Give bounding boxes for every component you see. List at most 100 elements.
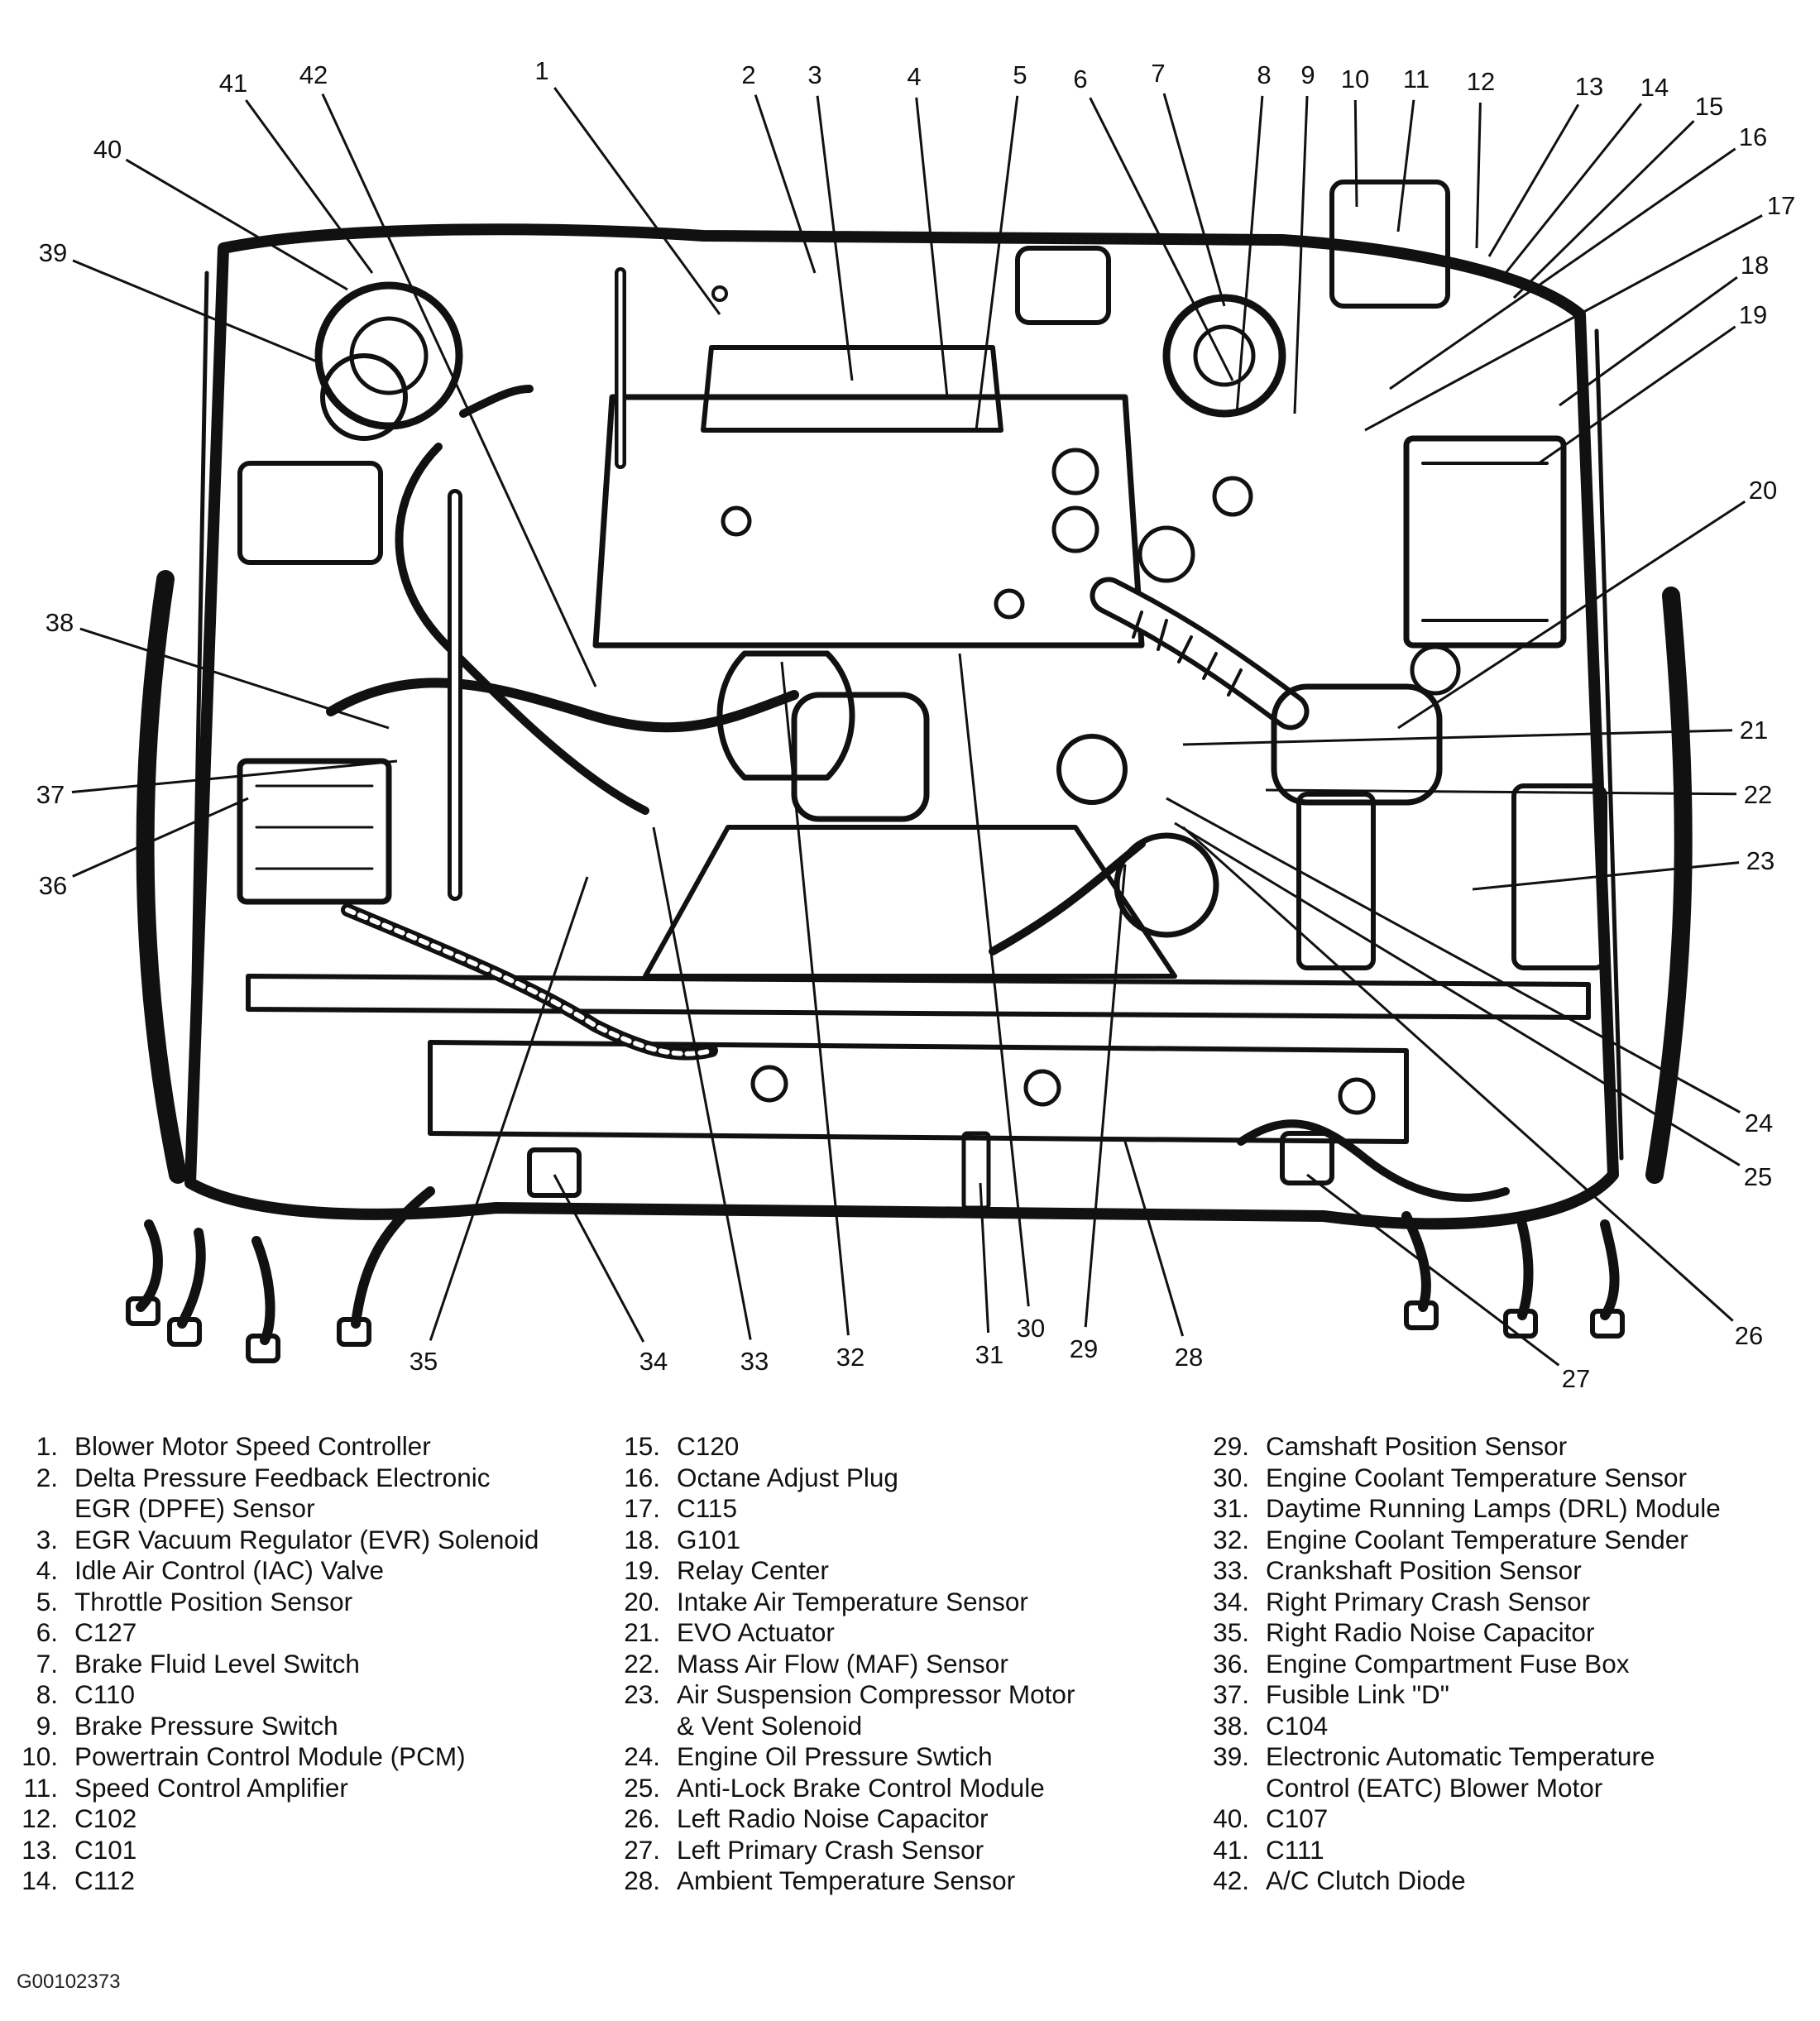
callout-leader-37 <box>71 759 398 793</box>
callout-number-9: 9 <box>1300 60 1315 89</box>
callout-leader-41 <box>245 99 374 274</box>
legend-item-text: Octane Adjust Plug <box>677 1462 898 1492</box>
callout-leader-16 <box>1389 147 1736 390</box>
callout-number-24: 24 <box>1745 1109 1773 1137</box>
legend-item: 11.Speed Control Amplifier <box>0 1773 539 1804</box>
legend-item-number: 34. <box>1213 1586 1249 1616</box>
legend-item-text: Speed Control Amplifier <box>74 1772 348 1803</box>
callout-leader-35 <box>429 876 589 1341</box>
legend-item: 3.EGR Vacuum Regulator (EVR) Solenoid <box>0 1525 539 1556</box>
callout-leader-18 <box>1559 275 1738 407</box>
legend-item-number: 16. <box>624 1462 660 1492</box>
legend-item: 38.C104 <box>1191 1711 1721 1742</box>
legend-item-text: Mass Air Flow (MAF) Sensor <box>677 1648 1008 1679</box>
legend-item-number: 29. <box>1213 1431 1249 1461</box>
legend-item-number: 26. <box>624 1803 660 1833</box>
legend-item-text: Right Radio Noise Capacitor <box>1266 1617 1595 1647</box>
callout-leader-1 <box>553 87 721 315</box>
legend-item: 27.Left Primary Crash Sensor <box>602 1835 1075 1866</box>
legend-item-number: 4. <box>36 1555 58 1585</box>
legend-item: 17.C115 <box>602 1493 1075 1525</box>
callout-leader-12 <box>1475 102 1482 249</box>
legend-item: 30.Engine Coolant Temperature Sensor <box>1191 1463 1721 1494</box>
callout-leader-39 <box>72 259 323 366</box>
callout-number-28: 28 <box>1175 1343 1203 1372</box>
legend-item: 9.Brake Pressure Switch <box>0 1711 539 1742</box>
legend-item: 25.Anti-Lock Brake Control Module <box>602 1773 1075 1804</box>
legend-item-text: EGR Vacuum Regulator (EVR) Solenoid <box>74 1524 539 1554</box>
callout-number-18: 18 <box>1741 251 1769 280</box>
callout-number-14: 14 <box>1640 73 1669 102</box>
callout-number-34: 34 <box>639 1347 668 1376</box>
callout-leader-2 <box>754 94 817 274</box>
callout-leader-3 <box>816 95 854 381</box>
legend-item: 2.Delta Pressure Feedback Electronic EGR… <box>0 1463 539 1525</box>
legend-item-text: C107 <box>1266 1803 1329 1833</box>
legend-item-number: 41. <box>1213 1834 1249 1865</box>
legend-item-number: 23. <box>624 1679 660 1709</box>
callout-number-35: 35 <box>410 1347 438 1376</box>
callout-leader-10 <box>1353 99 1358 208</box>
legend-item-number: 39. <box>1213 1741 1249 1771</box>
callout-leader-17 <box>1364 214 1763 432</box>
legend-item-number: 6. <box>36 1617 58 1647</box>
callout-leader-20 <box>1397 500 1746 730</box>
callout-number-26: 26 <box>1735 1321 1763 1350</box>
legend-item-text: Engine Coolant Temperature Sensor <box>1266 1462 1687 1492</box>
legend-item-number: 12. <box>22 1803 58 1833</box>
legend-item: 28.Ambient Temperature Sensor <box>602 1865 1075 1897</box>
legend-item: 31.Daytime Running Lamps (DRL) Module <box>1191 1493 1721 1525</box>
legend-item: 26.Left Radio Noise Capacitor <box>602 1803 1075 1835</box>
legend-item-number: 32. <box>1213 1524 1249 1554</box>
callout-leader-5 <box>975 95 1019 431</box>
figure-code: G00102373 <box>17 1971 121 1993</box>
callout-number-32: 32 <box>836 1343 864 1372</box>
callout-number-2: 2 <box>741 60 755 89</box>
legend-item-text: Anti-Lock Brake Control Module <box>677 1772 1045 1803</box>
legend-item-number: 19. <box>624 1555 660 1585</box>
legend-item-number: 21. <box>624 1617 660 1647</box>
callout-number-7: 7 <box>1151 59 1165 88</box>
callout-leader-11 <box>1396 99 1415 232</box>
callout-number-31: 31 <box>975 1340 1003 1369</box>
callout-leader-31 <box>979 1182 990 1334</box>
legend-item: 23.Air Suspension Compressor Motor & Ven… <box>602 1679 1075 1741</box>
legend-item: 39.Electronic Automatic Temperature Cont… <box>1191 1741 1721 1803</box>
legend-item-number: 5. <box>36 1586 58 1616</box>
legend-item-text: C111 <box>1266 1834 1324 1865</box>
legend-item-number: 10. <box>22 1741 58 1771</box>
legend-item-text: Engine Oil Pressure Swtich <box>677 1741 993 1771</box>
callout-number-6: 6 <box>1073 65 1087 93</box>
callout-leader-38 <box>79 627 390 730</box>
callout-leader-30 <box>958 653 1030 1307</box>
legend-item-text: C115 <box>677 1493 737 1523</box>
legend-item-text: C110 <box>74 1679 135 1709</box>
legend-item: 13.C101 <box>0 1835 539 1866</box>
legend-item-text: A/C Clutch Diode <box>1266 1865 1466 1895</box>
callout-leader-7 <box>1162 93 1226 307</box>
callout-number-4: 4 <box>907 62 921 91</box>
legend-item-text: C120 <box>677 1431 740 1461</box>
callout-number-16: 16 <box>1739 122 1767 151</box>
legend-item-number: 2. <box>36 1462 58 1492</box>
legend-item-text: Idle Air Control (IAC) Valve <box>74 1555 385 1585</box>
legend-item-text: C102 <box>74 1803 137 1833</box>
callout-number-5: 5 <box>1013 60 1027 89</box>
legend-item-text: Crankshaft Position Sensor <box>1266 1555 1582 1585</box>
legend-item-text: C127 <box>74 1617 137 1647</box>
legend-item: 19.Relay Center <box>602 1555 1075 1587</box>
legend-item-text: C112 <box>74 1865 135 1895</box>
callout-leader-24 <box>1166 797 1741 1113</box>
legend-item-text: Camshaft Position Sensor <box>1266 1431 1568 1461</box>
engine-line-art <box>126 180 1693 1363</box>
legend-item-number: 37. <box>1213 1679 1249 1709</box>
callout-leader-32 <box>780 661 850 1336</box>
legend-item-number: 24. <box>624 1741 660 1771</box>
callout-leader-33 <box>652 826 752 1340</box>
callout-leader-40 <box>125 158 348 291</box>
legend-item: 18.G101 <box>602 1525 1075 1556</box>
callout-leader-29 <box>1084 864 1127 1328</box>
callout-number-17: 17 <box>1767 191 1795 220</box>
